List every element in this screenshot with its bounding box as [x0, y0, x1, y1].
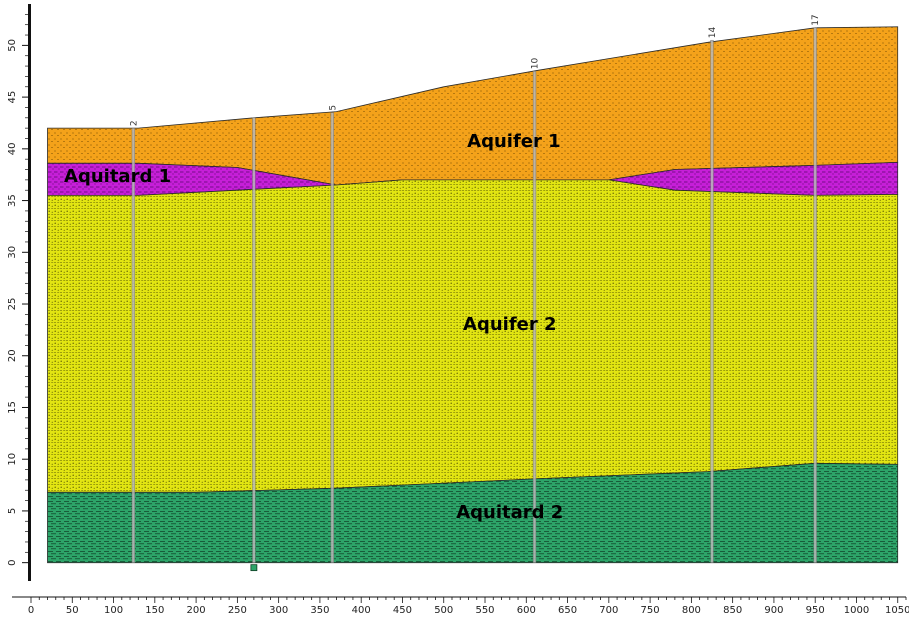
x-tick-label: 150 [145, 605, 164, 616]
x-tick-label: 0 [28, 605, 34, 616]
section-marker-handle[interactable] [250, 564, 258, 572]
borehole-label: 2 [129, 120, 139, 126]
y-tick-label: 25 [7, 298, 18, 311]
y-tick-label: 50 [7, 39, 18, 52]
x-tick-label: 100 [104, 605, 123, 616]
layers [47, 26, 899, 564]
label-aquitard-2: Aquitard 2 [456, 502, 563, 523]
x-tick-label: 600 [517, 605, 536, 616]
y-tick-label: 40 [7, 142, 18, 155]
y-tick-label: 10 [7, 453, 18, 466]
x-axis: 0 50 100 150 200 250 300 350 400 450 500 550 600 650 7… [12, 564, 909, 616]
x-tick-label: 500 [434, 605, 453, 616]
x-tick-label: 900 [764, 605, 783, 616]
borehole-line[interactable] [330, 112, 334, 563]
label-aquifer-2: Aquifer 2 [463, 314, 557, 335]
borehole-line[interactable] [131, 127, 136, 563]
layer-labels: Aquifer 1 Aquitard 1 Aquifer 2 Aquitard 2 [64, 131, 563, 523]
x-tick-label: 750 [641, 605, 660, 616]
y-tick-label: 45 [7, 91, 18, 104]
x-tick-label: 250 [228, 605, 247, 616]
borehole-label: 14 [708, 26, 718, 38]
x-tick-label: 1000 [844, 605, 869, 616]
x-tick-label: 50 [66, 605, 79, 616]
borehole-label: 17 [811, 14, 821, 25]
y-tick-label: 35 [7, 194, 18, 207]
y-axis-line [28, 4, 31, 581]
borehole-label: 5 [328, 105, 338, 111]
label-aquitard-1: Aquitard 1 [64, 166, 171, 187]
borehole-line[interactable] [813, 27, 817, 563]
y-tick-label: 0 [7, 559, 18, 565]
layer-aquitard-1-texture [47, 162, 898, 196]
y-tick-label: 20 [7, 349, 18, 362]
x-tick-label: 400 [352, 605, 371, 616]
y-tick-label: 15 [7, 401, 18, 414]
x-tick-label: 850 [723, 605, 742, 616]
x-tick-label: 650 [558, 605, 577, 616]
y-axis: 0 5 10 15 20 25 30 35 40 45 50 [7, 4, 31, 581]
borehole-line[interactable] [532, 70, 537, 563]
x-tick-label: 200 [187, 605, 206, 616]
layer-aquitard-2-texture [47, 463, 898, 563]
borehole-label: 10 [531, 58, 541, 70]
x-tick-label: 700 [599, 605, 618, 616]
x-tick-label: 300 [269, 605, 288, 616]
layer-aquifer-1-texture [47, 26, 898, 185]
y-tick-label: 30 [7, 246, 18, 259]
x-tick-label: 550 [475, 605, 494, 616]
label-aquifer-1: Aquifer 1 [467, 131, 561, 152]
y-tick-label: 5 [7, 508, 18, 514]
borehole-line[interactable] [252, 117, 256, 563]
x-tick-label: 450 [393, 605, 412, 616]
borehole-line[interactable] [710, 39, 714, 563]
x-tick-label: 950 [806, 605, 825, 616]
x-tick-label: 800 [682, 605, 701, 616]
layer-aquifer-2-texture [47, 179, 898, 493]
x-tick-label: 350 [310, 605, 329, 616]
borehole-lines: 2 5 10 14 17 [129, 14, 821, 563]
x-tick-label: 1050 [885, 605, 909, 616]
